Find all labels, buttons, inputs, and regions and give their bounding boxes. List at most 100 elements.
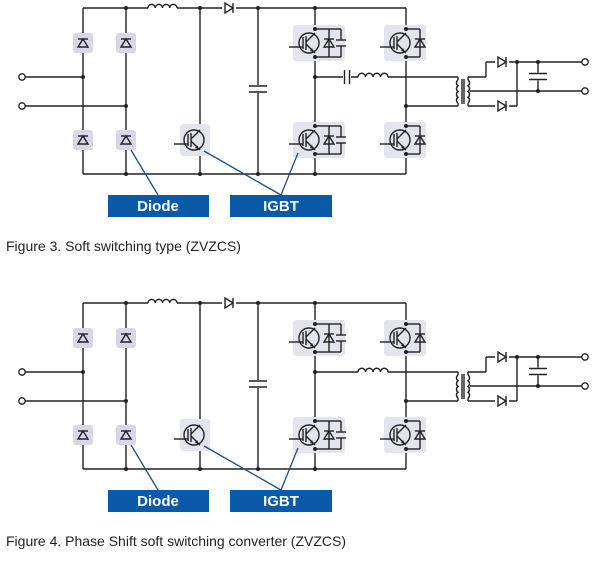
diode-label-text: Diode xyxy=(137,493,179,510)
igbt-icon xyxy=(380,327,411,349)
diode-icon xyxy=(73,130,93,150)
junction-dot xyxy=(313,152,317,156)
diode-icon xyxy=(413,429,427,440)
diode-icon xyxy=(116,130,136,150)
terminal-icon xyxy=(18,73,26,81)
diode-icon xyxy=(495,350,509,364)
junction-dot xyxy=(313,6,317,10)
junction-dot xyxy=(198,6,202,10)
junction-dot xyxy=(313,322,317,326)
junction-dot xyxy=(404,55,408,59)
igbt-module xyxy=(289,417,346,453)
diode-icon xyxy=(413,134,427,145)
igbt-module xyxy=(289,122,346,158)
junction-dot xyxy=(198,301,202,305)
junction-dot xyxy=(404,447,408,451)
diode-icon xyxy=(322,429,336,440)
junction-dot xyxy=(515,355,519,359)
diode-icon xyxy=(322,332,336,343)
junction-dot xyxy=(536,384,540,388)
igbt-module xyxy=(380,25,427,61)
igbt-module xyxy=(380,122,427,158)
junction-dot xyxy=(313,124,317,128)
igbt-module xyxy=(380,417,427,453)
igbt-icon xyxy=(380,32,411,54)
diode-icon xyxy=(413,37,427,48)
junction-dot xyxy=(313,370,317,374)
junction-dot xyxy=(404,350,408,354)
junction-dot xyxy=(313,55,317,59)
junction-dot xyxy=(313,172,317,176)
igbt-icon xyxy=(289,327,320,349)
capacitor-icon xyxy=(343,69,351,85)
figure-3-caption: Figure 3. Soft switching type (ZVZCS) xyxy=(6,238,241,254)
junction-dot xyxy=(256,6,260,10)
diode-icon xyxy=(116,328,136,348)
diode-icon xyxy=(322,134,336,145)
junction-dot xyxy=(256,172,260,176)
igbt-icon xyxy=(289,129,320,151)
figure-3: Diode IGBT xyxy=(18,1,589,217)
junction-dot xyxy=(536,355,540,359)
terminal-icon xyxy=(581,58,589,66)
junction-dot xyxy=(124,467,128,471)
junction-dot xyxy=(256,467,260,471)
igbt-module xyxy=(289,25,346,61)
inductor-icon xyxy=(147,297,178,305)
igbt-icon xyxy=(174,124,210,156)
inductor-icon xyxy=(357,366,389,374)
terminal-icon xyxy=(18,397,26,405)
diode-icon xyxy=(73,425,93,445)
igbt-label: IGBT xyxy=(230,490,332,512)
junction-dot xyxy=(515,60,519,64)
junction-dot xyxy=(404,419,408,423)
diode-label: Diode xyxy=(108,195,209,217)
diode-icon xyxy=(73,33,93,53)
diode-icon xyxy=(116,33,136,53)
junction-dot xyxy=(404,27,408,31)
igbt-label-text: IGBT xyxy=(263,493,299,510)
junction-dot xyxy=(313,75,317,79)
junction-dot xyxy=(124,399,128,403)
terminal-icon xyxy=(581,382,589,390)
diode-icon xyxy=(495,55,509,69)
terminal-icon xyxy=(18,368,26,376)
junction-dot xyxy=(124,6,128,10)
junction-dot xyxy=(124,104,128,108)
igbt-label: IGBT xyxy=(230,195,332,217)
junction-dot xyxy=(124,172,128,176)
igbt-icon xyxy=(289,424,320,446)
inductor-icon xyxy=(357,71,389,79)
junction-dot xyxy=(313,419,317,423)
igbt-module xyxy=(380,320,427,356)
diode-icon xyxy=(116,425,136,445)
junction-dot xyxy=(256,301,260,305)
junction-dot xyxy=(198,467,202,471)
diode-label-text: Diode xyxy=(137,198,179,215)
igbt-icon xyxy=(380,129,411,151)
igbt-label-text: IGBT xyxy=(263,198,299,215)
junction-dot xyxy=(536,60,540,64)
junction-dot xyxy=(404,124,408,128)
junction-dot xyxy=(81,370,85,374)
junction-dot xyxy=(313,467,317,471)
capacitor-icon xyxy=(528,72,548,81)
junction-dot xyxy=(313,27,317,31)
igbt-module xyxy=(289,320,346,356)
transformer-icon xyxy=(455,79,471,104)
junction-dot xyxy=(404,152,408,156)
terminal-icon xyxy=(581,87,589,95)
junction-dot xyxy=(198,172,202,176)
diode-icon xyxy=(222,1,236,15)
diode-icon xyxy=(222,296,236,310)
junction-dot xyxy=(313,447,317,451)
igbt-icon xyxy=(289,32,320,54)
diode-icon xyxy=(495,99,509,113)
junction-dot xyxy=(124,301,128,305)
diode-icon xyxy=(73,328,93,348)
junction-dot xyxy=(404,104,408,108)
junction-dot xyxy=(404,322,408,326)
igbt-icon xyxy=(380,424,411,446)
figure-4: Diode IGBT xyxy=(18,296,589,512)
